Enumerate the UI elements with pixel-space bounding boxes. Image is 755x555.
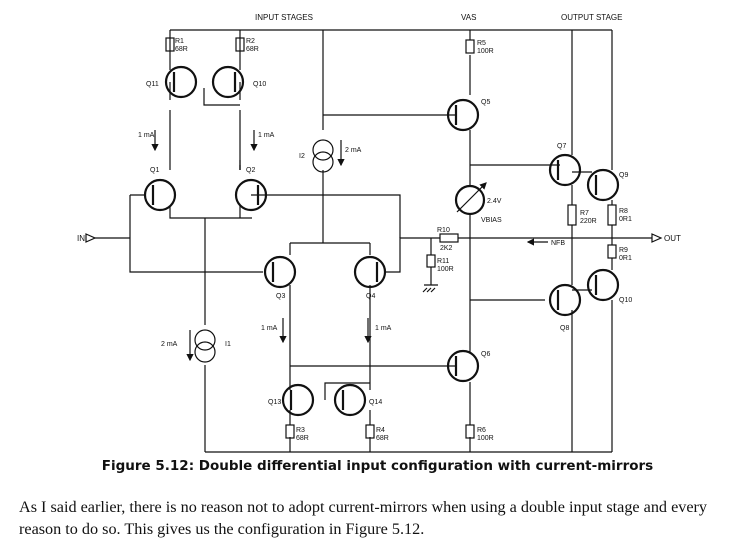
q3-symbol — [263, 255, 297, 289]
ground-symbol — [422, 287, 436, 293]
r5-value: 100R — [477, 48, 494, 55]
i2-value: 2 mA — [345, 147, 362, 154]
body-paragraph: As I said earlier, there is no reason no… — [19, 498, 708, 538]
section-input-stages: INPUT STAGES — [255, 13, 313, 22]
q14-label: Q14 — [369, 399, 382, 406]
q11-label: Q10 — [253, 81, 266, 88]
current-sources — [194, 139, 334, 363]
resistor-labels: R1 68R R2 68R R3 68R R4 68R R5 100R R6 1… — [175, 38, 632, 442]
q4-symbol — [353, 255, 387, 289]
r4-value: 68R — [376, 435, 389, 442]
r5-name: R5 — [477, 40, 486, 47]
q13-label: Q13 — [268, 399, 281, 406]
q5-label: Q5 — [481, 99, 490, 106]
current-q3-label: 1 mA — [261, 325, 278, 332]
current-q1-label: 1 mA — [138, 132, 155, 139]
r10-value: 2K2 — [440, 245, 453, 252]
r9-name: R9 — [619, 247, 628, 254]
q6-symbol — [446, 349, 480, 383]
section-output-stage: OUTPUT STAGE — [561, 13, 623, 22]
i2-name: I2 — [299, 153, 305, 160]
q11-symbol — [211, 65, 245, 99]
q7-label: Q7 — [557, 143, 566, 150]
r11-name: R11 — [437, 258, 449, 265]
nfb-label: NFB — [551, 240, 565, 247]
r10-name: R10 — [437, 227, 450, 234]
wiring — [95, 29, 652, 453]
q14-symbol — [333, 383, 367, 417]
circuit-schematic: INPUT STAGES VAS OUTPUT STAGE — [77, 13, 681, 453]
q1-symbol — [143, 178, 177, 212]
figure-caption: Figure 5.12: Double differential input c… — [101, 458, 654, 474]
r3-value: 68R — [296, 435, 309, 442]
vbias-label: VBIAS — [481, 217, 502, 224]
q3-label: Q3 — [276, 293, 285, 300]
q5-symbol — [446, 98, 480, 132]
q10-label: Q10 — [619, 297, 632, 304]
vbias-voltage: 2.4V — [487, 198, 502, 205]
q12-symbol — [164, 65, 198, 99]
vbias-symbol — [454, 182, 487, 216]
r6-value: 100R — [477, 435, 494, 442]
r11-value: 100R — [437, 266, 454, 273]
r9-value: 0R1 — [619, 255, 632, 262]
q9-symbol — [586, 168, 620, 202]
section-vas: VAS — [461, 13, 476, 22]
q12-label: Q11 — [146, 81, 159, 88]
transistor-symbols — [143, 65, 620, 417]
r8-value: 0R1 — [619, 216, 632, 223]
q9-label: Q9 — [619, 172, 628, 179]
r3-name: R3 — [296, 427, 305, 434]
q10-symbol — [586, 268, 620, 302]
q2-symbol — [234, 178, 268, 212]
r2-value: 68R — [246, 46, 259, 53]
q8-label: Q8 — [560, 325, 569, 332]
q2-label: Q2 — [246, 167, 255, 174]
r7-value: 220R — [580, 218, 597, 225]
r8-name: R8 — [619, 208, 628, 215]
r1-name: R1 — [175, 38, 184, 45]
resistors — [165, 37, 617, 439]
current-arrows — [151, 130, 548, 362]
q7-symbol — [548, 153, 582, 187]
r7-name: R7 — [580, 210, 589, 217]
q4-label: Q4 — [366, 293, 375, 300]
terminal-arrows — [85, 233, 663, 243]
r6-name: R6 — [477, 427, 486, 434]
i1-name: I1 — [225, 341, 231, 348]
q6-label: Q6 — [481, 351, 490, 358]
r4-name: R4 — [376, 427, 385, 434]
current-q2-label: 1 mA — [258, 132, 275, 139]
current-q4-label: 1 mA — [375, 325, 392, 332]
r1-value: 68R — [175, 46, 188, 53]
q8-symbol — [548, 283, 582, 317]
q1-label: Q1 — [150, 167, 159, 174]
i1-value: 2 mA — [161, 341, 178, 348]
q13-symbol — [281, 383, 315, 417]
r2-name: R2 — [246, 38, 255, 45]
out-label: OUT — [664, 234, 681, 243]
in-label: IN — [77, 234, 85, 243]
